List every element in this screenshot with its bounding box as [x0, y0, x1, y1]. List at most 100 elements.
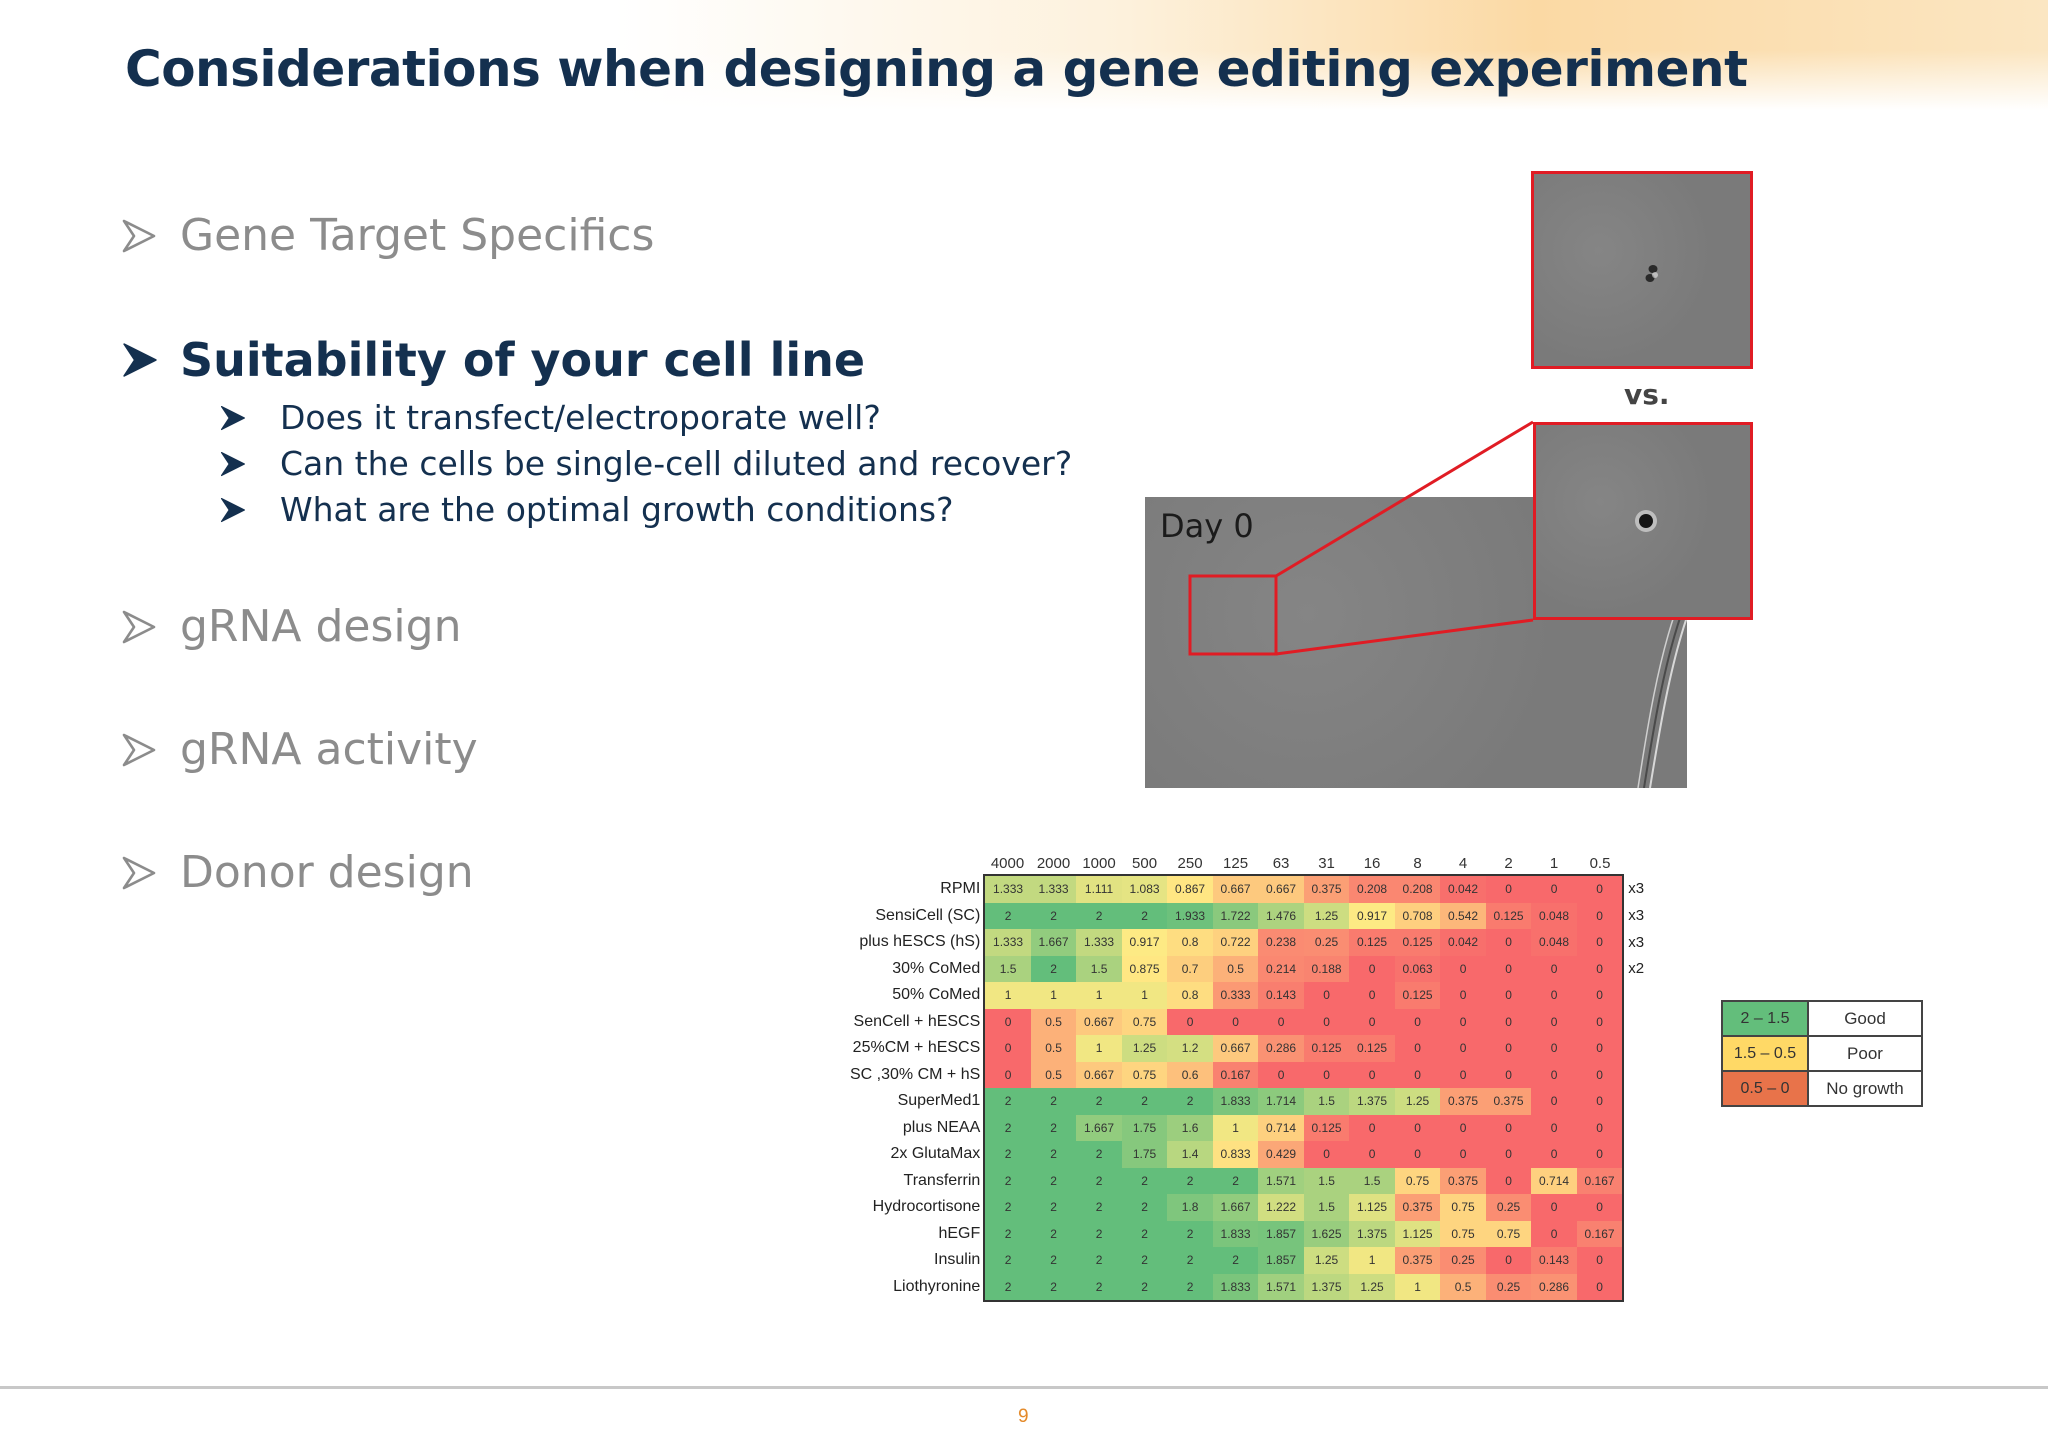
heatmap-cell: 0	[1440, 1114, 1486, 1141]
heatmap-cell: 0	[1485, 955, 1532, 982]
heatmap-cell: 0	[1303, 1141, 1350, 1168]
heatmap-cell: 1	[983, 982, 1031, 1009]
heatmap-cell: 0	[1531, 1008, 1577, 1035]
heatmap-row-label: 2x GlutaMax	[890, 1145, 981, 1163]
heatmap-cell: 0.75	[1121, 1008, 1168, 1035]
heatmap-cell: 0	[1485, 1008, 1532, 1035]
heatmap-cell: 2	[983, 902, 1031, 929]
heatmap-replicate-label	[1623, 1088, 1652, 1115]
heatmap-replicate-label	[1623, 1115, 1652, 1142]
heatmap-cell: 0.75	[1394, 1167, 1441, 1194]
heatmap-cell: 0.167	[1212, 1061, 1259, 1088]
heatmap-cell: 0.75	[1440, 1194, 1486, 1221]
heatmap-cell: 1	[1076, 1035, 1122, 1062]
heatmap-cell: 0	[1258, 1008, 1304, 1035]
heatmap-cell: 1.8	[1167, 1194, 1213, 1221]
heatmap-cell: 1.375	[1349, 1220, 1395, 1247]
heatmap-cell: 2	[1121, 902, 1168, 929]
heatmap-cell: 0.048	[1531, 929, 1577, 956]
heatmap-cell: 0	[1576, 1114, 1625, 1141]
heatmap-cell: 1.333	[1076, 929, 1122, 956]
single-cell-graphic	[1635, 510, 1657, 532]
heatmap-cell: 0	[1485, 982, 1532, 1009]
heatmap-cell: 0.25	[1303, 929, 1350, 956]
heatmap-cell: 1.375	[1349, 1088, 1395, 1115]
heatmap-cell: 2	[983, 1194, 1031, 1221]
heatmap-cell: 0.5	[1030, 1035, 1077, 1062]
heatmap-cell: 0.917	[1349, 902, 1395, 929]
heatmap-cell: 2	[983, 1088, 1031, 1115]
heatmap-cell: 0.667	[1212, 1035, 1259, 1062]
heatmap-cell: 1	[1394, 1273, 1441, 1302]
heatmap-cell: 2	[1030, 1273, 1077, 1302]
heatmap-cell: 1.5	[1076, 955, 1122, 982]
heatmap-row-label: Transferrin	[903, 1171, 981, 1189]
sub-bullet-label: Does it transfect/electroporate well?	[280, 398, 881, 437]
heatmap-cell: 1.25	[1121, 1035, 1168, 1062]
heatmap-cell: 2	[1076, 1194, 1122, 1221]
heatmap-replicate-label	[1623, 1194, 1652, 1221]
zoom-image-colony	[1531, 171, 1753, 369]
bullet-grna-activity: gRNA activity	[122, 724, 478, 775]
heatmap-cell: 1.476	[1258, 902, 1304, 929]
sub-bullet-label: What are the optimal growth conditions?	[280, 490, 954, 529]
heatmap-column-header: 125	[1223, 854, 1249, 872]
heatmap-cell: 1.5	[1349, 1167, 1395, 1194]
heatmap-cell: 0.042	[1440, 929, 1486, 956]
heatmap-cell: 0	[1531, 1194, 1577, 1221]
heatmap-cell: 2	[1076, 1273, 1122, 1302]
heatmap-cell: 0	[1531, 1141, 1577, 1168]
heatmap-cell: 0.25	[1440, 1247, 1486, 1274]
heatmap-cell: 0	[1440, 955, 1486, 982]
heatmap-cell: 1	[1349, 1247, 1395, 1274]
heatmap-row-label: SuperMed1	[897, 1092, 981, 1110]
heatmap-cell: 0	[1303, 1061, 1350, 1088]
heatmap-replicate-label	[1623, 1141, 1652, 1168]
heatmap-cell: 0.917	[1121, 929, 1168, 956]
heatmap-cell: 0.667	[1258, 874, 1304, 903]
heatmap-cell: 1.111	[1076, 874, 1122, 903]
heatmap-cell: 0.375	[1440, 1088, 1486, 1115]
arrow-bullet-icon	[122, 219, 180, 253]
heatmap-cell: 1.4	[1167, 1141, 1213, 1168]
heatmap-cell: 1.25	[1394, 1088, 1441, 1115]
heatmap-cell: 0	[1258, 1061, 1304, 1088]
heatmap-cell: 0	[1531, 874, 1577, 903]
heatmap-cell: 0	[1394, 1008, 1441, 1035]
heatmap-cell: 2	[983, 1273, 1031, 1302]
heatmap-cell: 0	[1394, 1114, 1441, 1141]
legend-label: Good	[1807, 1000, 1923, 1037]
heatmap-cell: 1.333	[983, 929, 1031, 956]
heatmap-cell: 2	[983, 1220, 1031, 1247]
heatmap-cell: 0.125	[1303, 1035, 1350, 1062]
heatmap-column-header: 4	[1458, 854, 1468, 872]
heatmap-cell: 0	[1303, 1008, 1350, 1035]
heatmap-cell: 0	[1212, 1008, 1259, 1035]
legend-swatch: 0.5 – 0	[1721, 1070, 1809, 1107]
heatmap-cell: 1.125	[1349, 1194, 1395, 1221]
heatmap-cell: 1.833	[1212, 1220, 1259, 1247]
heatmap-cell: 2	[1076, 1088, 1122, 1115]
heatmap-cell: 2	[983, 1141, 1031, 1168]
bullet-gene-target: Gene Target Specifics	[122, 210, 654, 261]
heatmap-cell: 2	[1121, 1194, 1168, 1221]
heatmap-cell: 0.8	[1167, 929, 1213, 956]
heatmap-column-header: 63	[1272, 854, 1290, 872]
bullet-label: gRNA activity	[180, 724, 478, 775]
heatmap-cell: 2	[1167, 1167, 1213, 1194]
heatmap-cell: 1.333	[1030, 874, 1077, 903]
heatmap-cell: 0.667	[1212, 874, 1259, 903]
heatmap-cell: 0.238	[1258, 929, 1304, 956]
heatmap-cell: 2	[1212, 1247, 1259, 1274]
heatmap-cell: 0.667	[1076, 1008, 1122, 1035]
heatmap-cell: 0	[1440, 982, 1486, 1009]
heatmap-cell: 2	[1076, 1220, 1122, 1247]
heatmap-cell: 0.125	[1349, 929, 1395, 956]
heatmap-cell: 0.188	[1303, 955, 1350, 982]
